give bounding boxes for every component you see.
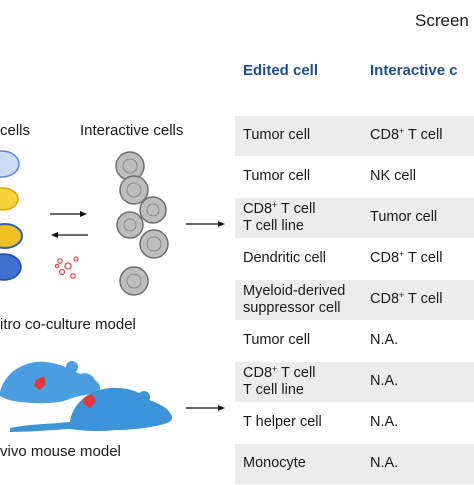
exchange-arrows [50,211,88,238]
edited-cell-blue-1 [0,150,20,178]
interactive-cell-value: N.A. [370,414,399,430]
edited-cells-group [0,150,23,281]
table-row: T helper cell N.A. [235,403,474,444]
interactive-cells-group [115,151,169,296]
interactive-cell-value: N.A. [370,332,399,348]
interactive-cell-value: CD8+ T cell [370,290,443,308]
interactive-cell-value: Tumor cell [370,209,438,225]
table-row: Monocyte N.A. [235,444,474,485]
edited-cell-value: Tumor cell [243,168,311,184]
edited-cell-yellow-1 [0,187,19,211]
edited-cell-value: Monocyte [243,455,306,471]
interactive-cell-value: N.A. [370,373,399,389]
interactive-cell [119,175,149,205]
edited-cells-title: cells [0,122,31,139]
diagram-artwork [0,150,225,432]
edited-cell-value: T helper cell [243,414,322,430]
table-row: Tumor cell NK cell [235,157,474,198]
interactive-cell [139,196,167,224]
interactive-cell [119,266,149,296]
in-vivo-model-label: vivo mouse model [0,443,121,460]
mouse-marking-red [34,376,46,390]
screen-table: Tumor cell CD8+ T cell Tumor cell NK cel… [235,116,474,485]
table-row: Dendritic cell CD8+ T cell [235,239,474,280]
interactive-cell-value: N.A. [370,455,399,471]
arrow-to-table-in-vitro [186,221,225,227]
arrow-to-table-in-vivo [186,405,225,411]
interactive-cell-value: CD8+ T cell [370,249,443,267]
edited-cell-yellow-2 [0,223,23,249]
interactive-cell [139,229,169,259]
edited-cell-value: Tumor cell [243,332,311,348]
vesicles [54,256,79,279]
interactive-cell [115,151,145,181]
edited-cell-value: Tumor cell [243,127,311,143]
interactive-cell [116,211,144,239]
interactive-cells-title: Interactive cells [80,122,184,139]
interactive-cell-value: NK cell [370,168,416,184]
mouse-marking-red [83,394,96,408]
mouse-front [10,387,172,432]
edited-cell-blue-2 [0,253,22,281]
edited-cell-value: Dendritic cell [243,250,326,266]
interactive-cell-value: CD8+ T cell [370,126,443,144]
mouse-back [0,361,101,404]
in-vitro-model-label: itro co-culture model [0,316,136,333]
table-row: Tumor cell CD8+ T cell [235,116,474,157]
screen-title: Screen [415,11,469,30]
column-header-edited-cell: Edited cell [243,62,319,79]
column-header-interactive-cell: Interactive c [370,62,458,79]
table-row: Tumor cell N.A. [235,321,474,362]
